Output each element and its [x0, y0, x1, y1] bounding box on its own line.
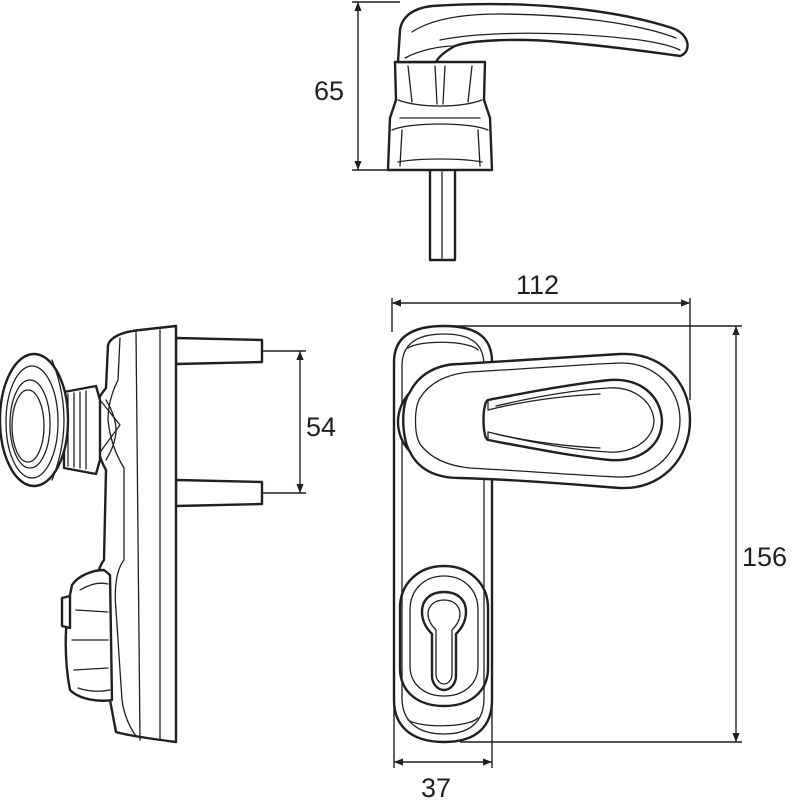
top-base: [386, 60, 494, 172]
side-spacing-dimension: 54: [262, 350, 336, 494]
side-spacing-label: 54: [306, 412, 336, 442]
top-spindle: [428, 168, 457, 262]
front-key-cylinder: [398, 564, 490, 708]
front-lever: [396, 352, 692, 490]
top-height-dimension: 65: [314, 1, 400, 171]
side-view: 54: [0, 324, 336, 744]
top-view: 65: [314, 1, 689, 262]
front-height-label: 156: [742, 542, 787, 572]
side-knob: [0, 352, 70, 488]
side-neck: [62, 384, 102, 476]
front-height-dimension: 156: [444, 325, 787, 743]
side-lower-housing: [60, 568, 114, 702]
front-width-dimension: 112: [391, 270, 691, 400]
front-width-label: 112: [516, 270, 559, 300]
front-plate-width-label: 37: [421, 773, 451, 800]
top-height-label: 65: [314, 76, 344, 106]
top-lever: [396, 2, 689, 64]
front-view: 112 156 37: [391, 270, 787, 800]
front-plate-width-dimension: 37: [393, 420, 493, 800]
side-body: [90, 324, 178, 744]
